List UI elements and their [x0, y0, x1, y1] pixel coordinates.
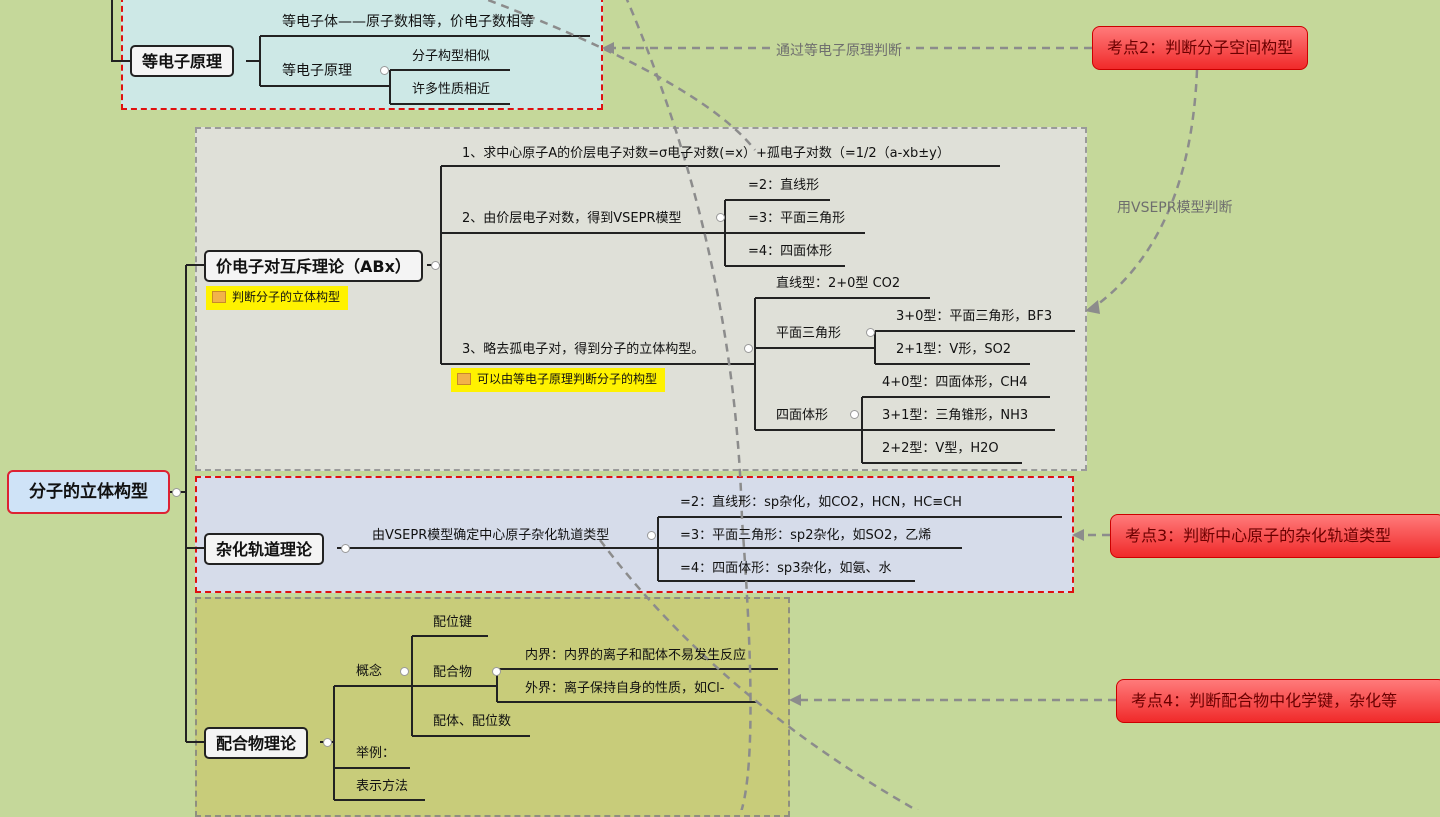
callout-point-3[interactable]: 考点3：判断中心原子的杂化轨道类型 — [1110, 514, 1440, 558]
hybrid-item: =2：直线形：sp杂化，如CO2，HCN，HC≡CH — [680, 495, 962, 510]
note-vsepr: 判断分子的立体构型 — [206, 286, 349, 310]
vsepr-step-2: 2、由价层电子对数，得到VSEPR模型 — [462, 211, 682, 226]
hybrid-item: =4：四面体形：sp3杂化，如氨、水 — [680, 561, 892, 576]
shape-linear: 直线型：2+0型 CO2 — [776, 276, 901, 291]
callout-point-4[interactable]: 考点4：判断配合物中化学键，杂化等 — [1116, 679, 1440, 723]
coord-inner: 内界：内界的离子和配体不易发生反应 — [525, 648, 747, 663]
collapse-toggle[interactable] — [647, 531, 656, 540]
hybrid-item: =3：平面三角形：sp2杂化，如SO2，乙烯 — [680, 528, 932, 543]
note-text: 可以由等电子原理判断分子的构型 — [477, 372, 658, 386]
arrowhead-1 — [602, 42, 614, 54]
collapse-toggle[interactable] — [341, 544, 350, 553]
annotation-vsepr: 用VSEPR模型判断 — [1117, 200, 1233, 216]
dashed-curve-1 — [625, 0, 752, 810]
shape-tetrahedral: 四面体形 — [776, 408, 829, 423]
collapse-toggle[interactable] — [172, 488, 181, 497]
dashed-curve-3 — [599, 539, 919, 810]
planar-item: 3+0型：平面三角形，BF3 — [896, 309, 1053, 324]
dashed-curve-2 — [484, 0, 756, 151]
topic-coordination[interactable]: 配合物理论 — [204, 727, 309, 759]
iso-item: 分子构型相似 — [412, 49, 491, 64]
collapse-toggle[interactable] — [866, 328, 875, 337]
arrow-c2-vsepr — [1089, 69, 1199, 312]
note-step3: 可以由等电子原理判断分子的构型 — [451, 368, 666, 392]
collapse-toggle[interactable] — [716, 213, 725, 222]
coord-representation: 表示方法 — [356, 779, 409, 794]
coord-ligand: 配体、配位数 — [433, 714, 512, 729]
iso-line — [111, 0, 590, 105]
annotation-isoelectronic: 通过等电子原理判断 — [772, 40, 906, 60]
root-topic[interactable]: 分子的立体构型 — [7, 470, 170, 514]
iso-definition: 等电子体——原子数相等，价电子数相等 — [282, 14, 534, 30]
coord-concept: 概念 — [356, 664, 383, 679]
vsepr-model-item: =4：四面体形 — [748, 244, 833, 259]
note-text: 判断分子的立体构型 — [232, 290, 341, 304]
tetra-item: 4+0型：四面体形，CH4 — [882, 375, 1028, 390]
trunk-line — [170, 264, 204, 743]
coord-example: 举例： — [356, 746, 396, 761]
shape-planar: 平面三角形 — [776, 326, 842, 341]
iso-item: 许多性质相近 — [412, 82, 491, 97]
note-icon — [457, 373, 471, 385]
collapse-toggle[interactable] — [323, 738, 332, 747]
arrowhead-2 — [1085, 300, 1100, 314]
arrowhead-4 — [789, 694, 801, 706]
topic-vsepr[interactable]: 价电子对互斥理论（ABx） — [204, 250, 423, 282]
topic-hybrid[interactable]: 杂化轨道理论 — [204, 533, 325, 565]
vsepr-model-item: =3：平面三角形 — [748, 211, 846, 226]
hybrid-desc: 由VSEPR模型确定中心原子杂化轨道类型 — [372, 528, 610, 543]
hybrid-line — [337, 516, 1062, 582]
collapse-toggle[interactable] — [850, 410, 859, 419]
planar-item: 2+1型：V形，SO2 — [896, 342, 1012, 357]
vsepr-step-3: 3、略去孤电子对，得到分子的立体构型。 — [462, 342, 705, 357]
note-icon — [212, 291, 226, 303]
coord-outer: 外界：离子保持自身的性质，如Cl- — [525, 681, 725, 696]
tetra-item: 3+1型：三角锥形，NH3 — [882, 408, 1029, 423]
iso-principle-label: 等电子原理 — [282, 63, 352, 79]
arrowhead-3 — [1072, 529, 1084, 541]
vsepr-step-1: 1、求中心原子A的价层电子对数=σ电子对数(=x）+孤电子对数（=1/2（a-x… — [462, 146, 950, 161]
topic-isoelectronic[interactable]: 等电子原理 — [130, 45, 235, 77]
collapse-toggle[interactable] — [400, 667, 409, 676]
coord-bond: 配位键 — [433, 615, 473, 630]
collapse-toggle[interactable] — [492, 667, 501, 676]
collapse-toggle[interactable] — [380, 66, 389, 75]
callout-point-2[interactable]: 考点2：判断分子空间构型 — [1092, 26, 1309, 70]
vsepr-model-item: =2：直线形 — [748, 178, 820, 193]
coord-complex: 配合物 — [433, 665, 473, 680]
collapse-toggle[interactable] — [744, 344, 753, 353]
tetra-item: 2+2型：V型，H2O — [882, 441, 999, 456]
collapse-toggle[interactable] — [431, 261, 440, 270]
hybrid-boundary — [195, 476, 1074, 593]
